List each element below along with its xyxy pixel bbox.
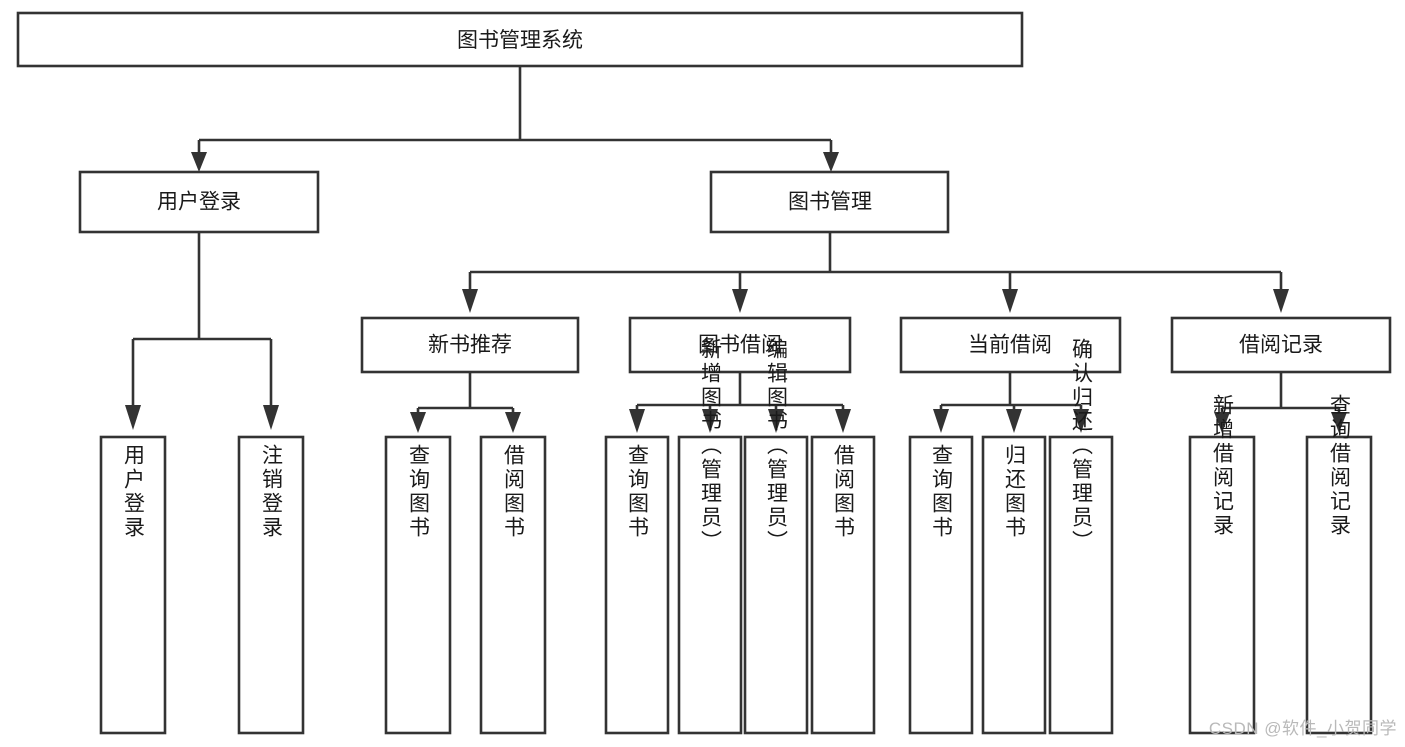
node-leaf-borrow-book-2-box[interactable]: [810, 435, 876, 735]
node-leaf-query-record[interactable]: 查询借阅记录: [1305, 394, 1373, 735]
node-book-borrow-label: 图书借阅: [698, 334, 782, 357]
arrow-head-leaf-query-book-2: [629, 409, 645, 433]
node-root-label: 图书管理系统: [457, 29, 583, 52]
node-current-borrow[interactable]: 当前借阅: [899, 316, 1122, 374]
node-leaf-borrow-book-2-label: 借阅图书: [832, 444, 856, 540]
arrow-head-leaf-borrow-book-2: [835, 409, 851, 433]
arrow-head-book-manage: [823, 152, 839, 172]
node-new-book-rec-box[interactable]: [360, 316, 580, 374]
node-leaf-query-book-3[interactable]: 查询图书: [908, 435, 974, 735]
node-leaf-borrow-book-1-label: 借阅图书: [502, 444, 526, 540]
node-leaf-query-book-3-label: 查询图书: [930, 444, 954, 540]
arrow-head-leaf-edit-book: [768, 409, 784, 433]
node-borrow-record[interactable]: 借阅记录: [1170, 316, 1392, 374]
arrow-head-borrow-record: [1273, 289, 1289, 313]
node-leaf-return-book-box[interactable]: [981, 435, 1047, 735]
connector-layer: [125, 66, 1347, 433]
node-leaf-query-book-1-box[interactable]: [384, 435, 452, 735]
node-leaf-edit-book-label: 编辑图书（管理员）: [765, 338, 789, 554]
arrow-head-new-book-rec: [462, 289, 478, 313]
node-leaf-query-book-2-label: 查询图书: [626, 444, 650, 540]
node-new-book-rec[interactable]: 新书推荐: [360, 316, 580, 374]
node-user-login-label: 用户登录: [157, 191, 241, 214]
arrow-head-leaf-user-logout: [263, 405, 279, 430]
node-leaf-user-login[interactable]: 用户登录: [99, 435, 167, 735]
node-leaf-query-book-2-box[interactable]: [604, 435, 670, 735]
node-root[interactable]: 图书管理系统: [16, 11, 1024, 68]
arrow-head-book-borrow: [732, 289, 748, 313]
arrow-head-leaf-return-book: [1006, 409, 1022, 433]
node-leaf-confirm-return[interactable]: 确认归还（管理员）: [1048, 338, 1114, 735]
node-leaf-query-book-1-label: 查询图书: [407, 444, 431, 540]
node-leaf-add-record[interactable]: 新增借阅记录: [1188, 394, 1256, 735]
node-leaf-query-book-1[interactable]: 查询图书: [384, 435, 452, 735]
node-book-borrow[interactable]: 图书借阅: [628, 316, 852, 374]
node-leaf-return-book[interactable]: 归还图书: [981, 435, 1047, 735]
arrow-head-leaf-borrow-book-1: [505, 412, 521, 433]
node-book-manage-box[interactable]: [709, 170, 950, 234]
node-leaf-query-book-2[interactable]: 查询图书: [604, 435, 670, 735]
node-leaf-add-book-box[interactable]: [677, 435, 743, 735]
node-leaf-return-book-label: 归还图书: [1003, 444, 1027, 540]
node-book-manage[interactable]: 图书管理: [709, 170, 950, 234]
node-leaf-query-book-3-box[interactable]: [908, 435, 974, 735]
node-leaf-user-login-box[interactable]: [99, 435, 167, 735]
node-new-book-rec-label: 新书推荐: [428, 334, 512, 357]
node-leaf-borrow-book-1[interactable]: 借阅图书: [479, 435, 547, 735]
node-leaf-query-record-box[interactable]: [1305, 435, 1373, 735]
arrow-head-leaf-query-book-1: [410, 412, 426, 433]
node-leaf-query-record-label: 查询借阅记录: [1328, 394, 1352, 538]
node-leaf-add-book[interactable]: 新增图书（管理员）: [677, 338, 743, 735]
node-current-borrow-box[interactable]: [899, 316, 1122, 374]
arrow-head-user-login: [191, 152, 207, 172]
node-book-borrow-box[interactable]: [628, 316, 852, 374]
node-leaf-edit-book[interactable]: 编辑图书（管理员）: [743, 338, 809, 735]
node-current-borrow-label: 当前借阅: [968, 334, 1052, 357]
node-leaf-user-logout[interactable]: 注销登录: [237, 435, 305, 735]
arrow-head-leaf-confirm-return: [1073, 409, 1089, 433]
node-borrow-record-box[interactable]: [1170, 316, 1392, 374]
arrow-head-leaf-query-book-3: [933, 409, 949, 433]
node-user-login[interactable]: 用户登录: [78, 170, 320, 234]
node-book-manage-label: 图书管理: [788, 191, 872, 214]
node-root-box[interactable]: [16, 11, 1024, 68]
node-leaf-add-book-label: 新增图书（管理员）: [699, 338, 723, 554]
arrow-head-current-borrow: [1002, 289, 1018, 313]
arrow-head-leaf-query-record: [1331, 412, 1347, 433]
node-leaf-borrow-book-1-box[interactable]: [479, 435, 547, 735]
arrow-head-leaf-add-record: [1214, 412, 1230, 433]
node-leaf-user-logout-box[interactable]: [237, 435, 305, 735]
node-user-login-box[interactable]: [78, 170, 320, 234]
node-leaf-confirm-return-box[interactable]: [1048, 435, 1114, 735]
node-leaf-user-login-label: 用户登录: [122, 444, 146, 540]
node-leaf-user-logout-label: 注销登录: [260, 444, 284, 540]
node-leaf-edit-book-box[interactable]: [743, 435, 809, 735]
arrow-head-leaf-add-book: [702, 409, 718, 433]
node-leaf-add-record-label: 新增借阅记录: [1211, 394, 1235, 538]
node-borrow-record-label: 借阅记录: [1239, 334, 1323, 357]
arrow-head-leaf-user-login: [125, 405, 141, 430]
node-leaf-borrow-book-2[interactable]: 借阅图书: [810, 435, 876, 735]
node-leaf-add-record-box[interactable]: [1188, 435, 1256, 735]
node-leaf-confirm-return-label: 确认归还（管理员）: [1070, 338, 1094, 554]
